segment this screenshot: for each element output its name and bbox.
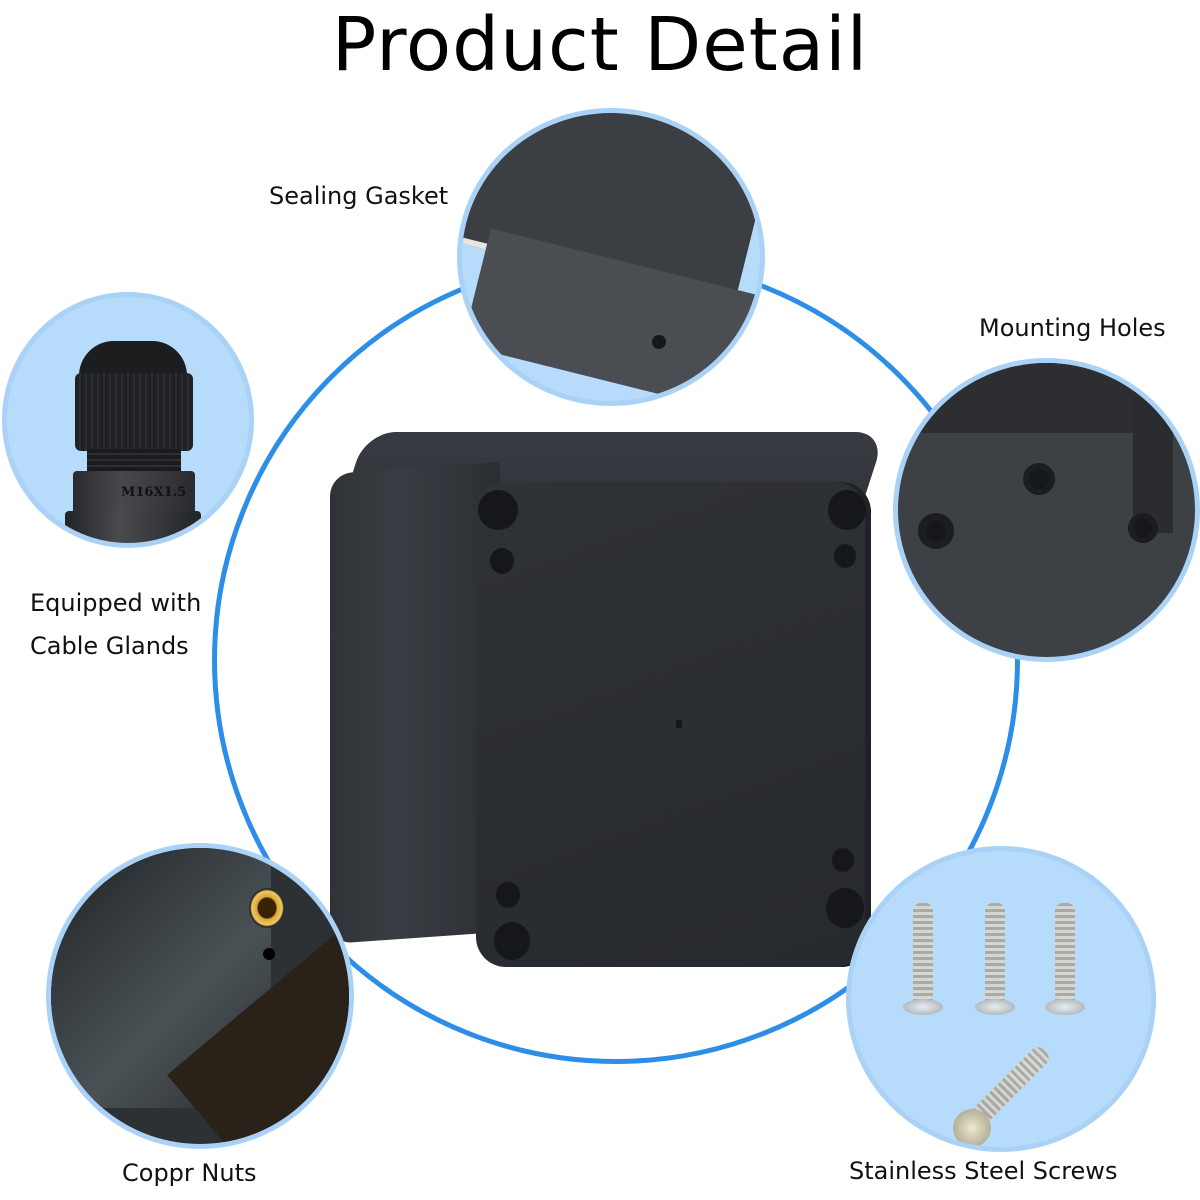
cable-glands-label-line2: Cable Glands bbox=[30, 632, 189, 660]
screw-head-phillips-icon bbox=[953, 1109, 991, 1147]
mount-hole bbox=[832, 848, 854, 872]
screw-icon bbox=[913, 903, 933, 1003]
mount-hole bbox=[496, 882, 520, 908]
enclosure-product-image bbox=[328, 428, 886, 972]
copper-nuts-bubble bbox=[46, 843, 354, 1149]
enclosure-front-face bbox=[476, 482, 871, 967]
screw-hole bbox=[494, 922, 530, 960]
gland-neck bbox=[87, 449, 181, 473]
inner-corner bbox=[1133, 383, 1173, 533]
screw-head-icon bbox=[975, 999, 1015, 1015]
sealing-gasket-bubble bbox=[457, 108, 765, 406]
gland-size-marking: M16X1.5 bbox=[121, 485, 187, 500]
mounting-holes-label: Mounting Holes bbox=[979, 314, 1166, 342]
stainless-screws-bubble bbox=[846, 846, 1156, 1152]
screw-hole bbox=[826, 888, 864, 928]
mount-hole bbox=[834, 544, 856, 568]
mounting-post-icon bbox=[918, 513, 954, 549]
gasket-screw-hole-icon bbox=[652, 335, 666, 349]
gland-base bbox=[65, 511, 201, 543]
gland-nut bbox=[75, 373, 193, 451]
mounting-holes-bubble bbox=[893, 358, 1200, 662]
cable-gland-bubble: M16X1.5 bbox=[2, 292, 254, 548]
screw-icon bbox=[985, 903, 1005, 1003]
mounting-post-icon bbox=[1128, 513, 1158, 543]
enclosure-side bbox=[330, 462, 500, 944]
screw-icon bbox=[1055, 903, 1075, 1003]
sealing-gasket-label: Sealing Gasket bbox=[269, 182, 449, 210]
center-mark bbox=[676, 720, 682, 728]
page-title: Product Detail bbox=[331, 2, 869, 88]
mounting-post-icon bbox=[1023, 463, 1055, 495]
screw-hole-icon bbox=[263, 948, 275, 960]
screw-head-icon bbox=[1045, 999, 1085, 1015]
copper-nuts-label: Coppr Nuts bbox=[122, 1159, 257, 1187]
copper-nut-icon bbox=[249, 888, 285, 928]
cable-glands-label-line1: Equipped with bbox=[30, 589, 202, 617]
screw-head-icon bbox=[903, 999, 943, 1015]
mount-hole bbox=[490, 548, 514, 574]
screw-hole bbox=[828, 490, 866, 530]
screw-hole bbox=[478, 490, 518, 530]
stainless-screws-label: Stainless Steel Screws bbox=[849, 1157, 1118, 1185]
